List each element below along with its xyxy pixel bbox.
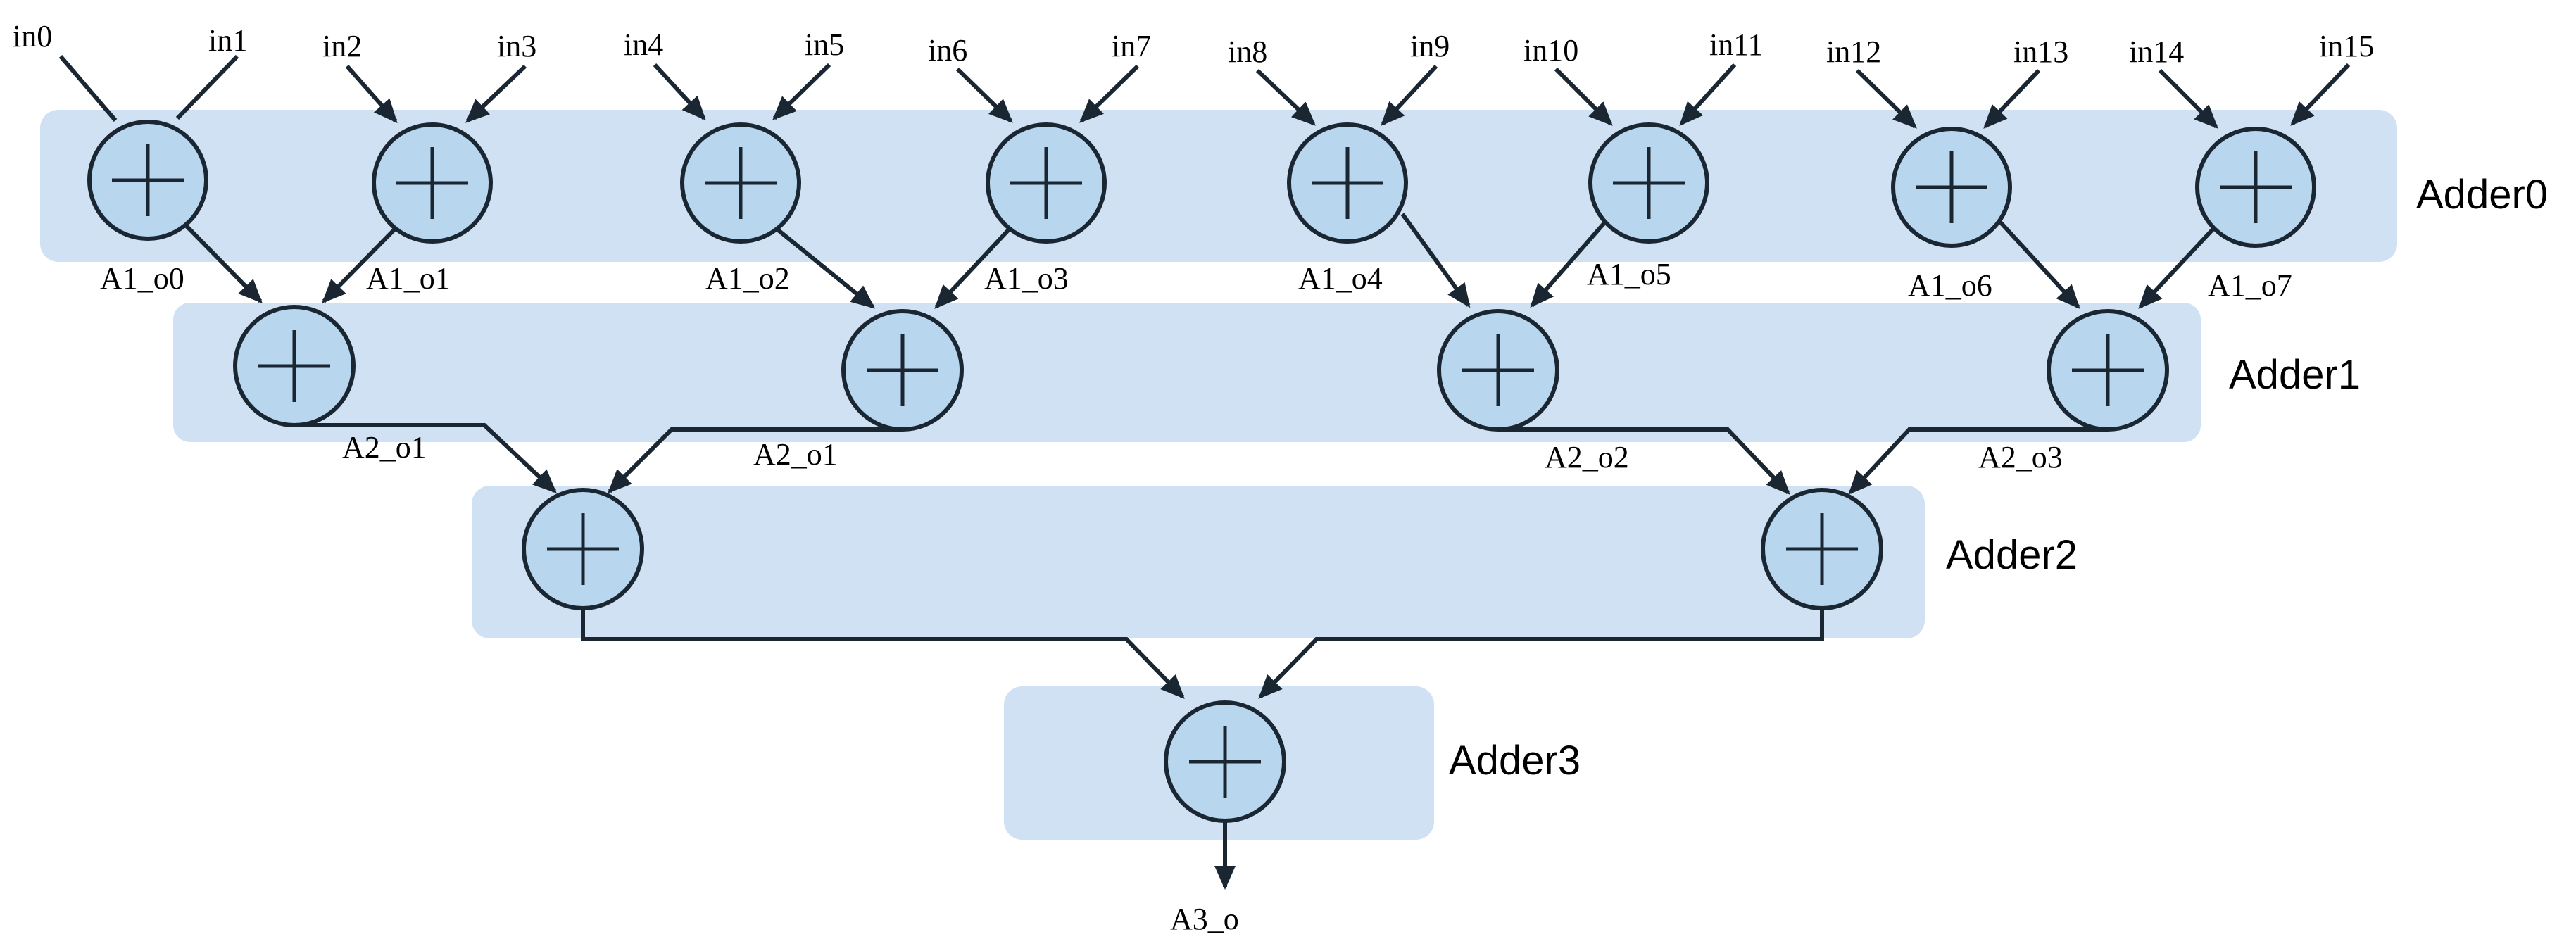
wire (294, 423, 557, 493)
wire (934, 215, 1023, 309)
stage-box-adder0 (40, 110, 2397, 262)
wire (1554, 67, 1613, 126)
stage-box-adder2 (472, 486, 1925, 638)
output-label: A2_o1 (753, 437, 838, 472)
wire (1679, 63, 1737, 126)
wire (1258, 608, 1824, 699)
wire (175, 215, 263, 303)
input-label: in11 (1709, 27, 1764, 62)
wire (1848, 427, 2108, 495)
adder-node (1761, 488, 1883, 610)
wire (760, 215, 876, 309)
output-label: A1_o7 (2208, 268, 2292, 303)
wire (772, 63, 831, 120)
wire (322, 215, 409, 303)
wire (465, 64, 527, 123)
wire (175, 54, 239, 120)
wire (1530, 213, 1614, 308)
wire (653, 63, 706, 120)
input-label: in9 (1410, 29, 1450, 63)
wire (1996, 218, 2080, 309)
input-label: in10 (1523, 33, 1578, 68)
output-label: A1_o2 (705, 261, 790, 296)
input-label: in5 (805, 27, 844, 62)
wire (581, 608, 1185, 699)
stage-box-adder1 (173, 303, 2201, 442)
adder-node (2195, 127, 2316, 248)
output-label: A1_o5 (1587, 257, 1671, 291)
input-label: in3 (497, 29, 536, 63)
input-label: in4 (624, 27, 663, 62)
input-label: in0 (13, 19, 52, 54)
wire (2138, 218, 2224, 309)
wire (2158, 68, 2218, 129)
input-label: in7 (1112, 29, 1151, 63)
stage-label-adder0: Adder0 (2416, 172, 2548, 218)
wire (58, 55, 118, 122)
adder-node (680, 122, 801, 244)
adder-node (986, 122, 1107, 244)
adder-node (233, 305, 356, 427)
adder-node (87, 120, 208, 241)
stage-label-adder1: Adder1 (2229, 352, 2361, 398)
output-label: A1_o3 (984, 261, 1069, 296)
input-label: in14 (2129, 34, 2184, 69)
wire (1983, 68, 2041, 129)
stage-label-adder2: Adder2 (1946, 532, 2078, 578)
adder-node (522, 488, 644, 610)
input-label: in1 (208, 23, 248, 58)
adder-node (1891, 127, 2012, 248)
wire (1381, 64, 1438, 126)
adder-node (2047, 309, 2169, 432)
wire (955, 67, 1013, 123)
input-label: in13 (2013, 34, 2068, 69)
output-label: A2_o3 (1978, 440, 2063, 474)
wire (1855, 68, 1917, 129)
input-label: in8 (1228, 34, 1267, 69)
wire (1498, 427, 1790, 495)
stage-label-adder3: Adder3 (1449, 738, 1581, 783)
output-label: A1_o4 (1298, 261, 1383, 296)
output-label: A2_o1 (342, 430, 427, 465)
adder-node (372, 122, 493, 244)
wire (608, 427, 903, 493)
output-label: A1_o1 (366, 261, 451, 296)
input-label: in6 (928, 33, 967, 68)
wire (1255, 68, 1316, 126)
input-label: in2 (322, 29, 362, 63)
output-label: A2_o2 (1545, 440, 1629, 474)
input-label: in15 (2319, 29, 2374, 63)
adder-node (1588, 122, 1709, 244)
adder-node (1164, 700, 1286, 823)
adder-node (1287, 122, 1408, 244)
wire (1079, 64, 1140, 123)
wire (345, 65, 398, 123)
output-label: A3_o (1170, 902, 1239, 936)
output-label: A1_o6 (1908, 268, 1992, 303)
input-label: in12 (1826, 34, 1881, 69)
adder-node (841, 309, 964, 432)
wire (1400, 213, 1471, 308)
output-label: A1_o0 (100, 261, 184, 296)
wire (2290, 63, 2351, 126)
adder-node (1437, 309, 1559, 432)
